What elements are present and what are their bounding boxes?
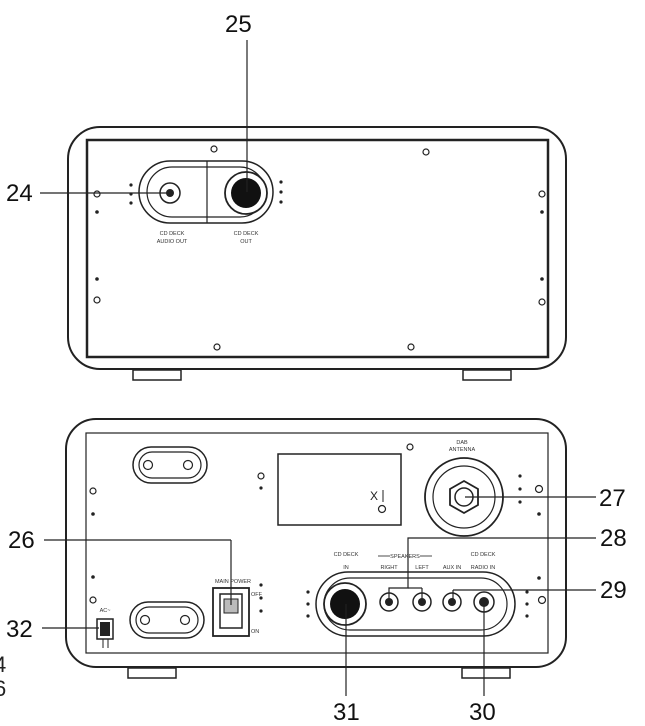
margin-glyph-2: 6 (0, 676, 6, 701)
top-unit-foot-left (132, 369, 182, 381)
power-off-label: OFF (251, 592, 263, 598)
cd-deck-audio-out-label-1: CD DECK (160, 231, 185, 237)
ac-inlet (96, 618, 114, 648)
bottom-unit-foot-right (461, 667, 511, 679)
callout-28: 28 (600, 525, 627, 552)
bottom-unit-screws (89, 443, 547, 605)
bottom-unit-foot-left (127, 667, 177, 679)
top-unit-rear-plate (85, 138, 550, 359)
callout-30: 30 (469, 699, 496, 726)
speaker-left-label: LEFT (415, 565, 429, 571)
top-unit-outer-cabinet (67, 126, 567, 370)
callout-26: 26 (8, 527, 35, 554)
bottom-unit: X DAB ANTENNA MAIN POWER OFF ON AC~ (6, 418, 627, 726)
cd-deck-radio-in-label-2: RADIO IN (471, 565, 495, 571)
cd-deck-radio-in-label-1: CD DECK (471, 552, 496, 558)
callout-32: 32 (6, 616, 33, 643)
main-power-label: MAIN POWER (215, 579, 251, 585)
cd-deck-in-label-2: IN (343, 565, 349, 571)
ac-inlet-label: AC~ (100, 608, 111, 614)
dab-antenna-socket (424, 457, 504, 537)
callout-24: 24 (6, 180, 33, 207)
aux-in-label: AUX IN (443, 565, 461, 571)
callout-31: 31 (333, 699, 360, 726)
aux-in-jack (442, 592, 462, 612)
cd-deck-in-jack (323, 582, 367, 626)
power-on-label: ON (251, 629, 259, 635)
callout-25: 25 (225, 11, 252, 38)
handle-slot-top (132, 446, 208, 484)
callout-27: 27 (599, 485, 626, 512)
dab-antenna-label-2: ANTENNA (449, 447, 476, 453)
bottom-unit-rear-plate (85, 432, 549, 654)
callout-29: 29 (600, 577, 627, 604)
top-unit: CD DECK AUDIO OUT CD DECK OUT 24 25 (6, 11, 567, 381)
rating-label-window (277, 453, 402, 526)
speakers-label: SPEAKERS (390, 554, 420, 560)
cd-deck-in-label-1: CD DECK (334, 552, 359, 558)
rating-label-x-mark: X (370, 489, 378, 503)
bottom-unit-outer-cabinet (65, 418, 567, 668)
speaker-right-label: RIGHT (380, 565, 398, 571)
top-unit-screws (93, 145, 546, 351)
main-power-switch (212, 587, 250, 637)
bottom-unit-small-dots (91, 474, 541, 618)
dab-antenna-label-1: DAB (456, 440, 468, 446)
handle-slot-bottom (129, 601, 205, 639)
cd-deck-out-jack (224, 171, 268, 215)
cd-deck-out-label-1: CD DECK (234, 231, 259, 237)
margin-glyph-1: 4 (0, 652, 6, 677)
cd-deck-out-label-2: OUT (240, 239, 252, 245)
top-unit-foot-right (462, 369, 512, 381)
cd-deck-audio-out-label-2: AUDIO OUT (157, 239, 188, 245)
